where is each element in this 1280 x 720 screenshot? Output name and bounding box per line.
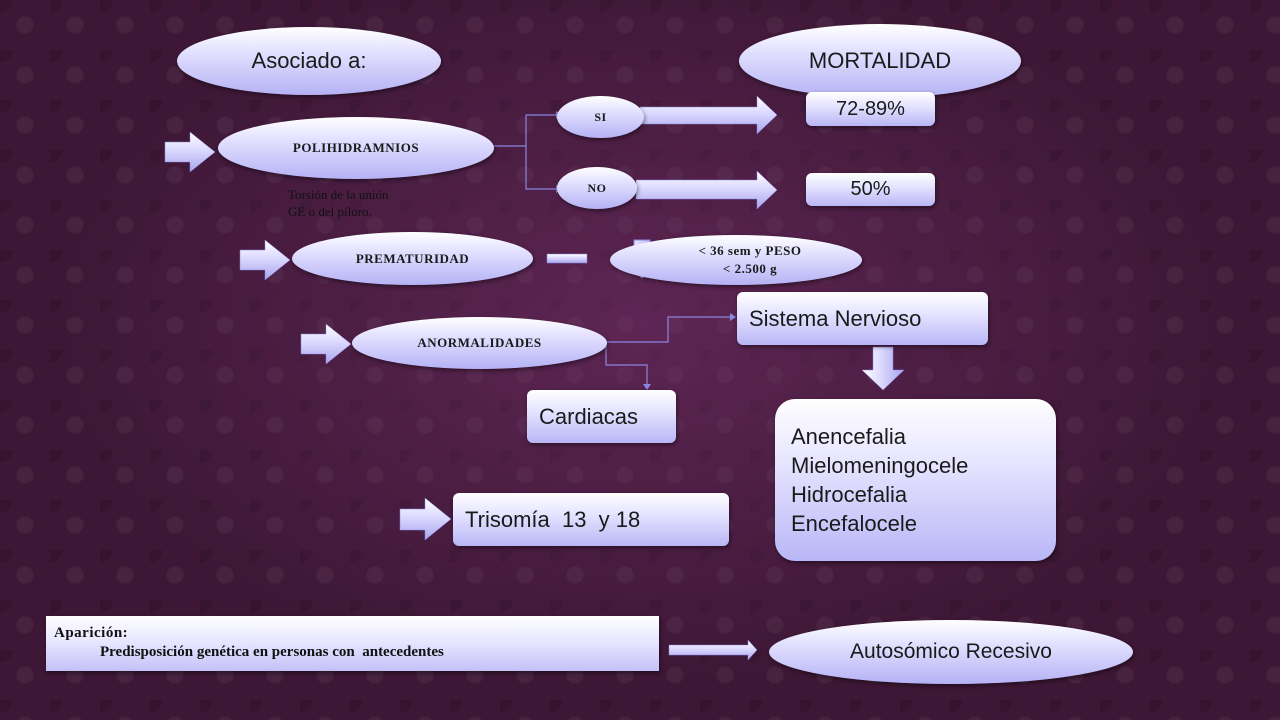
no-oval: NO	[557, 167, 637, 209]
connector-si	[493, 114, 556, 147]
anormalidades-oval: ANORMALIDADES	[352, 317, 607, 369]
torsion-line-2: GE o del píloro.	[288, 204, 372, 219]
nervous-item-2: Mielomeningocele	[791, 453, 969, 478]
aparicion-text: Predisposición genética en personas con …	[100, 644, 444, 660]
trisomia-box: Trisomía 13 y 18	[453, 493, 729, 546]
nervous-item-3: Hidrocefalia	[791, 482, 908, 507]
arrow-trisomia	[399, 497, 452, 541]
cardiacas-box: Cardiacas	[527, 390, 676, 443]
no-label: NO	[587, 180, 607, 195]
associated-label: Asociado a:	[251, 48, 367, 73]
dash-prematuridad	[546, 253, 588, 264]
arrow-aparicion	[668, 639, 758, 661]
connector-cardiacas-head	[643, 384, 651, 390]
arrow-no-mortality	[635, 170, 778, 210]
arrow-si-mortality	[639, 95, 778, 135]
rate-no-value: 50%	[850, 178, 891, 200]
arrow-polihidramnios	[164, 131, 216, 173]
autosomico-oval: Autosómico Recesivo	[769, 620, 1133, 684]
sistema-nervioso-label: Sistema Nervioso	[749, 305, 922, 331]
prematuridad-detail-oval: < 36 sem y PESO < 2.500 g	[610, 235, 862, 285]
nervous-item-4: Encefalocele	[791, 511, 917, 536]
mortality-label: MORTALIDAD	[808, 48, 952, 73]
rate-si-value: 72-89%	[836, 97, 905, 120]
connector-sistema-nervioso	[606, 316, 730, 343]
prematuridad-detail-line-1: < 36 sem y PESO	[698, 243, 802, 258]
arrow-anormalidades	[300, 323, 352, 365]
si-oval: SI	[557, 96, 644, 138]
sistema-nervioso-box: Sistema Nervioso	[737, 292, 988, 345]
arrow-down-nervioso	[861, 346, 905, 391]
connector-sistema-nervioso-head	[730, 313, 736, 321]
prematuridad-detail-line-2: < 2.500 g	[722, 261, 778, 276]
aparicion-box: Aparición: Predisposición genética en pe…	[46, 616, 659, 671]
connector-cardiacas	[605, 342, 648, 384]
rate-si-box: 72-89%	[806, 92, 935, 126]
associated-oval: Asociado a:	[177, 27, 441, 95]
cardiacas-label: Cardiacas	[539, 403, 639, 429]
torsion-note: Torsión de la unión GE o del píloro.	[288, 186, 389, 220]
nervous-item-1: Anencefalia	[791, 424, 906, 449]
anormalidades-label: ANORMALIDADES	[417, 335, 542, 350]
rate-no-box: 50%	[806, 173, 935, 206]
polihidramnios-oval: POLIHIDRAMNIOS	[218, 117, 494, 179]
prematuridad-oval: PREMATURIDAD	[292, 232, 533, 285]
mortality-oval: MORTALIDAD	[739, 24, 1021, 98]
polihidramnios-label: POLIHIDRAMNIOS	[292, 140, 420, 155]
trisomia-label: Trisomía 13 y 18	[465, 506, 641, 532]
arrow-prematuridad	[239, 239, 291, 281]
torsion-line-1: Torsión de la unión	[288, 187, 389, 202]
connector-no	[525, 146, 556, 190]
si-label: SI	[594, 109, 607, 124]
nervous-list-box: Anencefalia Mielomeningocele Hidrocefali…	[775, 399, 1056, 561]
autosomico-label: Autosómico Recesivo	[850, 640, 1052, 663]
aparicion-label: Aparición:	[54, 625, 129, 641]
prematuridad-label: PREMATURIDAD	[355, 250, 470, 266]
